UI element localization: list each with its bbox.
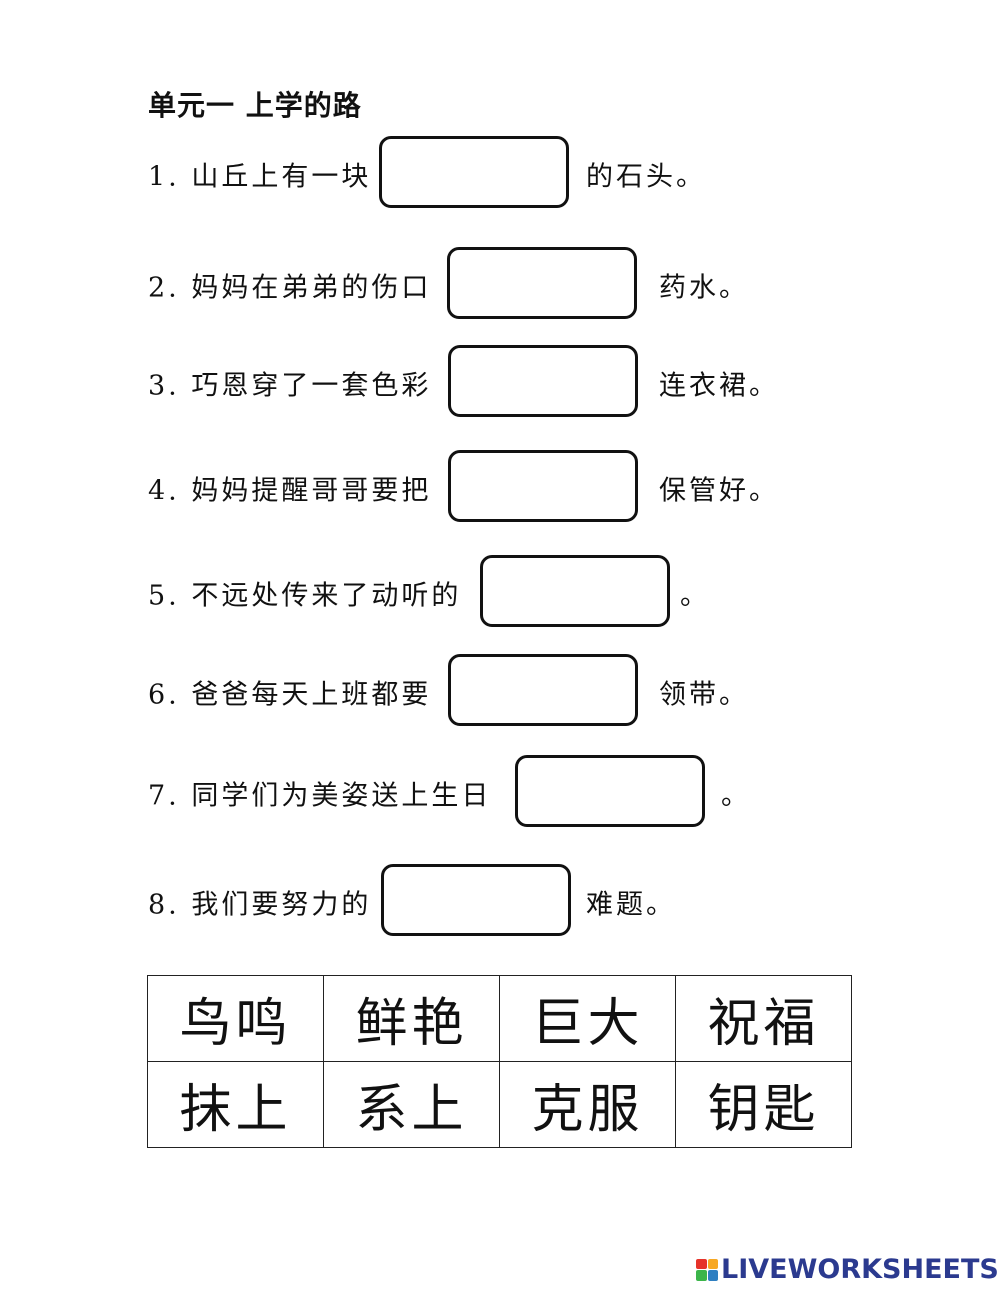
- answer-box-3[interactable]: [448, 345, 639, 417]
- word-bank-cell: 抹上: [147, 1061, 324, 1148]
- page-title: 单元一 上学的路: [148, 89, 362, 122]
- answer-input-5[interactable]: [483, 558, 671, 626]
- question-7-suffix: 。: [721, 780, 751, 812]
- logo-square: [707, 1258, 718, 1269]
- liveworksheets-wordmark: LIVEWORKSHEETS: [721, 1254, 999, 1285]
- question-3-suffix: 连衣裙。: [659, 370, 779, 402]
- answer-box-1[interactable]: [379, 136, 570, 208]
- question-4: 4. 妈妈提醒哥哥要把 保管好。: [148, 450, 908, 526]
- answer-box-6[interactable]: [448, 654, 639, 726]
- question-8-prompt: 8. 我们要努力的: [148, 889, 372, 921]
- question-2-suffix: 药水。: [659, 272, 749, 304]
- question-1: 1. 山丘上有一块 的石头。: [148, 136, 908, 212]
- word-bank-cell: 系上: [323, 1061, 500, 1148]
- question-3: 3. 巧恩穿了一套色彩 连衣裙。: [148, 345, 908, 421]
- word-bank-cell: 钥匙: [675, 1061, 852, 1148]
- answer-box-8[interactable]: [381, 864, 572, 936]
- liveworksheets-logo: LIVEWORKSHEETS: [696, 1254, 999, 1285]
- question-5-suffix: 。: [680, 580, 710, 612]
- answer-box-2[interactable]: [447, 247, 638, 319]
- question-8-suffix: 难题。: [586, 889, 676, 921]
- word-bank-cell: 鲜艳: [323, 975, 500, 1062]
- question-2-prompt: 2. 妈妈在弟弟的伤口: [148, 272, 432, 304]
- question-5: 5. 不远处传来了动听的 。: [148, 555, 908, 631]
- logo-square: [696, 1270, 707, 1281]
- answer-input-2[interactable]: [450, 250, 638, 318]
- answer-input-1[interactable]: [382, 139, 570, 207]
- question-7: 7. 同学们为美姿送上生日 。: [148, 755, 908, 831]
- logo-square: [707, 1270, 718, 1281]
- question-6: 6. 爸爸每天上班都要 领带。: [148, 654, 908, 730]
- word-bank-table: 鸟鸣 鲜艳 巨大 祝福 抹上 系上 克服 钥匙: [147, 975, 852, 1148]
- word-bank-cell: 鸟鸣: [147, 975, 324, 1062]
- question-1-suffix: 的石头。: [586, 161, 706, 193]
- word-bank-cell: 克服: [499, 1061, 676, 1148]
- answer-input-3[interactable]: [451, 348, 639, 416]
- word-bank-row: 鸟鸣 鲜艳 巨大 祝福: [147, 975, 852, 1062]
- answer-input-8[interactable]: [384, 867, 572, 935]
- question-4-suffix: 保管好。: [659, 475, 779, 507]
- question-6-prompt: 6. 爸爸每天上班都要: [148, 679, 432, 711]
- liveworksheets-mark-icon: [696, 1258, 718, 1281]
- question-8: 8. 我们要努力的 难题。: [148, 864, 908, 940]
- question-6-suffix: 领带。: [659, 679, 749, 711]
- answer-box-4[interactable]: [448, 450, 639, 522]
- word-bank-cell: 巨大: [499, 975, 676, 1062]
- question-3-prompt: 3. 巧恩穿了一套色彩: [148, 370, 432, 402]
- question-7-prompt: 7. 同学们为美姿送上生日: [148, 780, 492, 812]
- answer-input-6[interactable]: [451, 657, 639, 725]
- answer-input-4[interactable]: [451, 453, 639, 521]
- answer-input-7[interactable]: [518, 758, 706, 826]
- word-bank-cell: 祝福: [675, 975, 852, 1062]
- question-5-prompt: 5. 不远处传来了动听的: [148, 580, 462, 612]
- word-bank-row: 抹上 系上 克服 钥匙: [147, 1061, 852, 1148]
- question-1-prompt: 1. 山丘上有一块: [148, 161, 372, 193]
- logo-square: [696, 1258, 707, 1269]
- answer-box-7[interactable]: [515, 755, 706, 827]
- answer-box-5[interactable]: [480, 555, 671, 627]
- question-2: 2. 妈妈在弟弟的伤口 药水。: [148, 247, 908, 323]
- question-4-prompt: 4. 妈妈提醒哥哥要把: [148, 475, 432, 507]
